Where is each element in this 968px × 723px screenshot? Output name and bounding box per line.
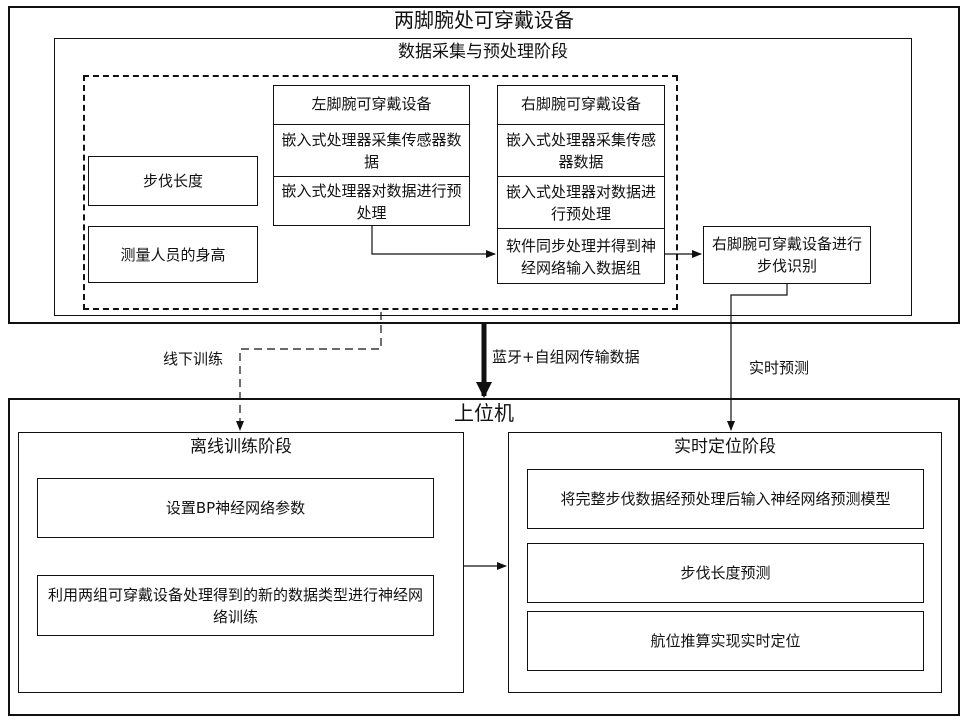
left-to-sync-arrow — [372, 226, 495, 254]
realtime-prediction-arrow — [731, 284, 787, 430]
offline-training-arrow — [240, 312, 381, 430]
